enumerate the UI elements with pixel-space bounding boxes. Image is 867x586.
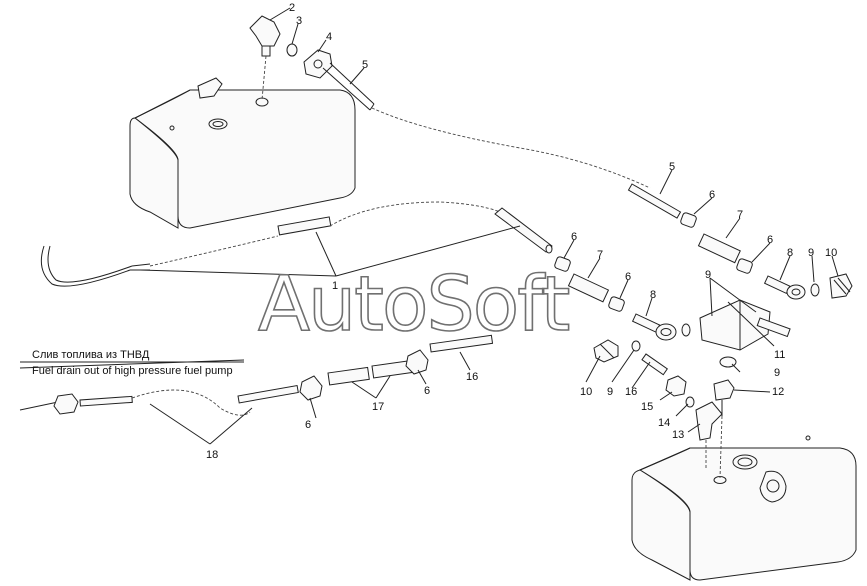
callout-9-left: 9 — [607, 386, 613, 398]
callout-8-right: 8 — [787, 247, 793, 259]
callout-9-right: 9 — [808, 247, 814, 259]
lower-fuel-tank — [631, 435, 857, 581]
callout-9-tee: 9 — [774, 367, 780, 379]
callout-14: 14 — [658, 417, 670, 429]
callout-12: 12 — [772, 386, 784, 398]
upper-fittings — [249, 15, 375, 111]
callout-6-c: 6 — [571, 231, 577, 243]
callout-7-mid: 7 — [597, 249, 603, 261]
caption-ru: Слив топлива из ТНВД — [32, 349, 150, 361]
callout-6-f: 6 — [305, 419, 311, 431]
callout-2: 2 — [289, 2, 295, 14]
upper-fuel-tank — [129, 77, 356, 229]
callout-numbers: 2 3 4 5 5 6 7 6 8 9 10 6 7 6 8 9 11 9 12… — [206, 2, 837, 461]
callout-5-right: 5 — [669, 161, 675, 173]
callout-8-mid: 8 — [650, 289, 656, 301]
callout-6-b: 6 — [767, 234, 773, 246]
callout-6-d: 6 — [625, 271, 631, 283]
callout-6-a: 6 — [709, 189, 715, 201]
callout-13: 13 — [672, 429, 684, 441]
drain-caption: Слив топлива из ТНВД Fuel drain out of h… — [20, 349, 244, 377]
pipe-1 — [40, 201, 553, 287]
callout-6-e: 6 — [424, 385, 430, 397]
callout-9-mid: 9 — [705, 269, 711, 281]
callout-4: 4 — [326, 31, 332, 43]
callout-10-right: 10 — [825, 247, 837, 259]
callout-18: 18 — [206, 449, 218, 461]
watermark: AutoSoft — [258, 259, 569, 348]
callout-17: 17 — [372, 401, 384, 413]
callout-16-right: 16 — [625, 386, 637, 398]
callout-3: 3 — [296, 15, 302, 27]
caption-en: Fuel drain out of high pressure fuel pum… — [32, 365, 233, 377]
callout-16-left: 16 — [466, 371, 478, 383]
drain-line-left — [19, 334, 494, 416]
callout-10-left: 10 — [580, 386, 592, 398]
callout-1: 1 — [332, 280, 338, 292]
leader-lines — [139, 7, 839, 445]
callout-5-top: 5 — [362, 59, 368, 71]
callout-15: 15 — [641, 401, 653, 413]
callout-7-right: 7 — [737, 209, 743, 221]
middle-fittings — [554, 183, 853, 479]
callout-11: 11 — [774, 349, 785, 361]
